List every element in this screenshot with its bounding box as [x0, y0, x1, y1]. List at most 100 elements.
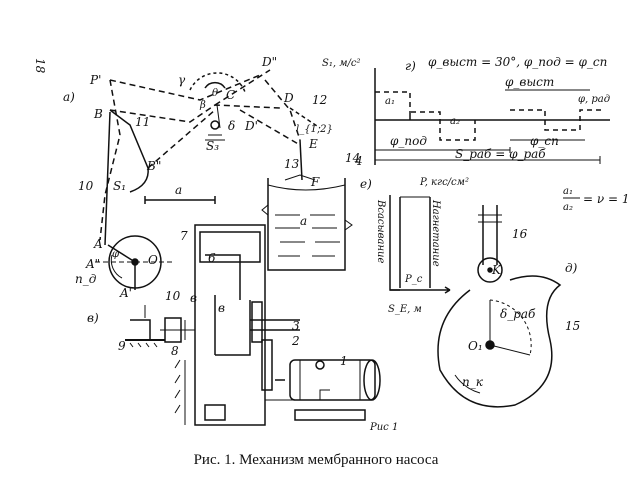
part-2: 2: [291, 334, 300, 348]
ratio-val: = ν = 1: [583, 192, 629, 206]
dim-theta: θ: [212, 88, 218, 99]
link-ab: [109, 109, 149, 169]
page-number: 18: [33, 58, 47, 74]
point-k: K: [491, 263, 502, 277]
part-9: 9: [118, 339, 126, 353]
dim-b1: в: [218, 301, 225, 315]
dim-phi: φ: [112, 249, 119, 260]
panel-a-label: а): [63, 90, 75, 104]
point-p1: P': [89, 73, 101, 87]
dim-delta: δ: [228, 119, 235, 133]
point-o1: O₁: [468, 339, 483, 353]
point-e: E: [308, 137, 318, 151]
gearbox-housing: [194, 224, 266, 426]
point-s1: S₁: [113, 179, 126, 193]
roller-k: [477, 257, 503, 283]
pressure-yaxis: [389, 195, 400, 291]
shaft-3: [250, 319, 300, 331]
part-7: 7: [180, 229, 188, 243]
point-bpp: B": [146, 159, 161, 173]
part-10b: 10: [165, 289, 181, 303]
point-a1: A': [119, 286, 132, 300]
part-4: 4: [354, 154, 363, 168]
arc-gamma: [189, 72, 246, 93]
cam-title: φ_выст = 30°, φ_под = φ_сп: [428, 55, 607, 69]
motor-1: [289, 359, 376, 401]
cam-s-rab: S_раб = φ_раб: [455, 147, 546, 161]
fluid-a: a: [300, 214, 307, 228]
cam-phi-sp: φ_сп: [530, 134, 559, 148]
dim-nk: n_к: [462, 375, 484, 389]
point-d: D: [283, 91, 294, 105]
point-d1: D': [244, 119, 258, 133]
rocker-dashed: [109, 104, 281, 123]
ratio-num: a₁: [563, 186, 573, 197]
point-f: F: [310, 175, 320, 189]
pressure-xaxis-label: S_E, м: [388, 304, 422, 315]
part-1: 1: [340, 354, 348, 368]
part-10a: 10: [78, 179, 94, 193]
part-13: 13: [284, 157, 300, 171]
cam-a1: a₁: [385, 96, 395, 107]
panel-d-label: д): [565, 261, 578, 275]
dim-gamma: γ: [178, 73, 186, 87]
cam-yaxis-label: S₁, м/с²: [322, 58, 361, 69]
gear-2: [261, 339, 273, 391]
point-s3: S₃: [206, 139, 219, 153]
footer-note: Рис 1: [369, 422, 398, 433]
part-6: 6: [208, 251, 216, 265]
lever-dashed: [147, 109, 216, 169]
gear-6: [205, 254, 241, 300]
dim-beta: β: [199, 100, 206, 111]
pivot-s3: [210, 120, 220, 130]
ratio-den: a₂: [563, 202, 573, 213]
pressure-xaxis: [390, 286, 451, 294]
rod-position-dashed: [99, 79, 121, 241]
motor-base: [294, 409, 366, 421]
follower-16: [482, 205, 498, 265]
point-b: B: [93, 107, 103, 121]
part-11: 11: [135, 115, 150, 129]
point-o: O: [148, 253, 158, 267]
part-12: 12: [312, 93, 327, 107]
point-ap: A": [85, 257, 100, 271]
cam-curve-dashed: [375, 91, 476, 141]
dim-a: a: [175, 183, 182, 197]
part-8: 8: [171, 344, 179, 358]
part-14: 14: [345, 151, 360, 165]
suction-label: Всасывание: [375, 199, 386, 263]
curve-b: [129, 167, 149, 193]
pressure-pc: P_c: [404, 274, 423, 285]
panel-v-label: в): [87, 311, 99, 325]
gear-3: [251, 301, 263, 343]
rod-13: [299, 139, 303, 181]
cam-phi-pod: φ_под: [390, 134, 427, 148]
base-9: [130, 319, 151, 341]
discharge-label: Нагнетание: [430, 199, 441, 267]
cam-profile-15: [437, 275, 562, 408]
pressure-yaxis-label: P, кгс/см²: [419, 177, 469, 188]
cam-phi-rab: δ_раб: [500, 307, 536, 321]
part-16: 16: [512, 227, 528, 241]
cam-phi-vyst: φ_выст: [505, 75, 554, 89]
figure-caption: Рис. 1. Механизм мембранного насоса: [193, 452, 439, 468]
gear-7: [199, 231, 261, 263]
point-a: A: [93, 237, 103, 251]
point-c: C: [226, 88, 235, 102]
panel-g-label: г): [405, 59, 416, 73]
panel-e-label: е): [360, 177, 372, 191]
dim-b2: в: [190, 291, 197, 305]
cam-rad: φ, рад: [578, 94, 610, 105]
dim-l12: l_{1,2}: [296, 124, 333, 135]
rod-10: [104, 111, 111, 246]
vessel-14: [267, 178, 346, 271]
cam-a2: a₂: [450, 116, 460, 127]
dim-ng: n_д: [75, 272, 97, 286]
linkage-extreme-dashed: [109, 74, 261, 101]
housing-foot: [204, 404, 226, 421]
point-d2: D": [261, 55, 277, 69]
shaft-b: [214, 295, 251, 356]
part-3: 3: [292, 319, 300, 333]
